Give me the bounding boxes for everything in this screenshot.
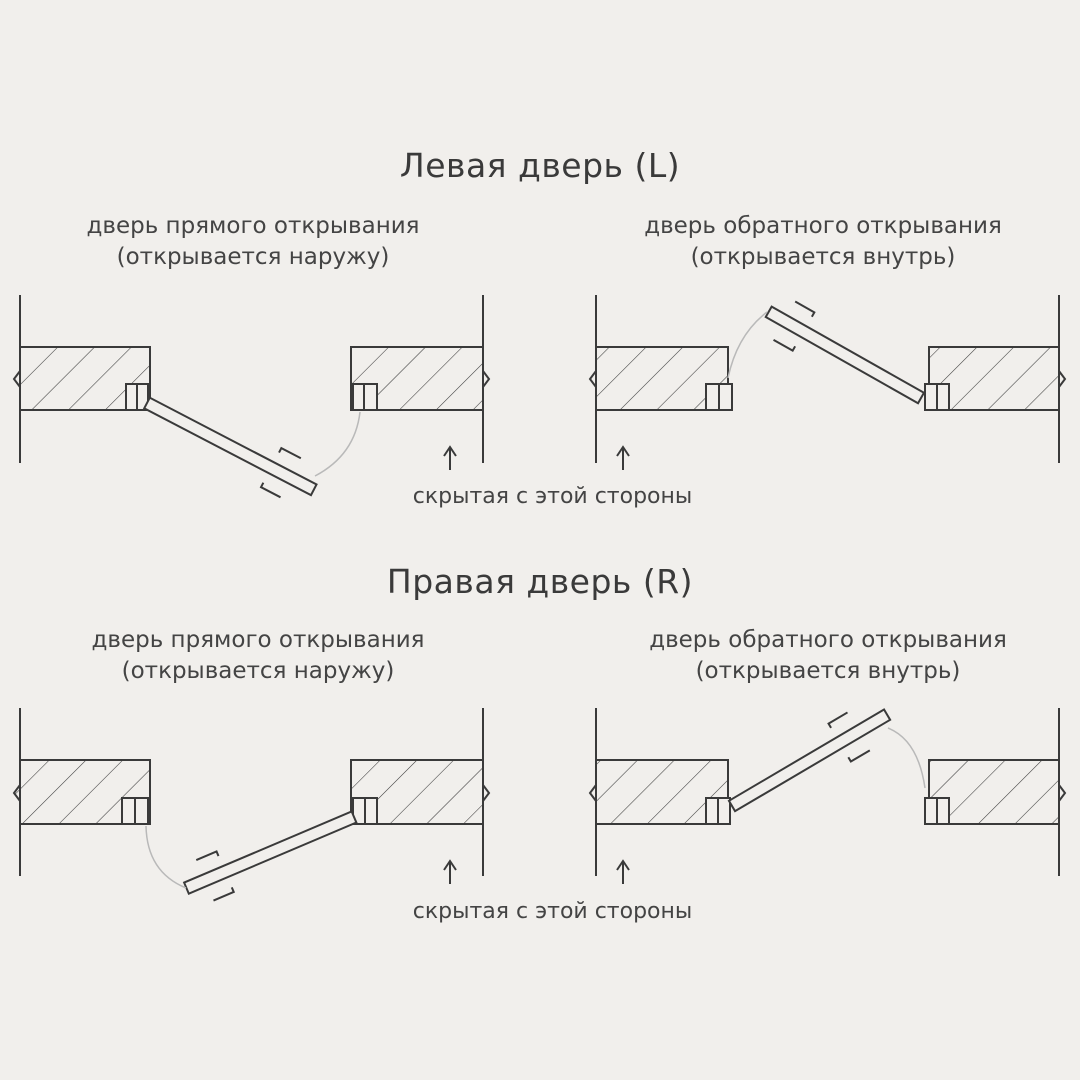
left-reverse-caption: дверь обратного открывания (открывается … [583, 211, 1063, 273]
right-hidden-note: скрытая с этой стороны [412, 899, 693, 924]
hidden-arrow-head [616, 859, 630, 871]
left-direct-caption-line1: дверь прямого открывания [86, 213, 420, 239]
swing-arc [145, 825, 187, 889]
swing-arc [314, 411, 361, 477]
left-door-title: Левая дверь (L) [399, 146, 681, 185]
left-hidden-note: скрытая с этой стороны [412, 484, 693, 509]
diagram-right-reverse [588, 708, 1067, 884]
hidden-arrow-head [443, 859, 457, 871]
right-reverse-caption: дверь обратного открывания (открывается … [588, 625, 1068, 687]
diagram-right-direct [12, 708, 491, 902]
left-reverse-caption-line1: дверь обратного открывания [644, 213, 1002, 239]
door-leaf [727, 708, 892, 813]
diagram-left-direct [12, 295, 491, 499]
wall-section-right [928, 346, 1067, 411]
door-leaf [142, 396, 318, 499]
right-reverse-caption-line1: дверь обратного открывания [649, 627, 1007, 653]
right-direct-caption-line2: (открывается наружу) [121, 658, 395, 684]
hidden-arrow-head [443, 445, 457, 457]
door-leaf [182, 810, 358, 902]
wall-section-left [12, 346, 151, 411]
wall-section-left [12, 759, 151, 825]
left-direct-caption-line2: (открывается наружу) [116, 244, 390, 270]
swing-arc [887, 727, 926, 789]
hidden-arrow-head [616, 445, 630, 457]
right-direct-caption-line1: дверь прямого открывания [91, 627, 425, 653]
right-direct-caption: дверь прямого открывания (открывается на… [18, 625, 498, 687]
swing-arc [727, 311, 768, 379]
left-reverse-caption-line2: (открывается внутрь) [690, 244, 956, 270]
right-reverse-caption-line2: (открывается внутрь) [695, 658, 961, 684]
left-direct-caption: дверь прямого открывания (открывается на… [13, 211, 493, 273]
right-door-title: Правая дверь (R) [386, 562, 694, 601]
wall-section-left [588, 346, 729, 411]
door-leaf [764, 300, 926, 405]
wall-section-left [588, 759, 729, 825]
diagram-left-reverse [588, 295, 1067, 470]
wall-section-right [928, 759, 1067, 825]
